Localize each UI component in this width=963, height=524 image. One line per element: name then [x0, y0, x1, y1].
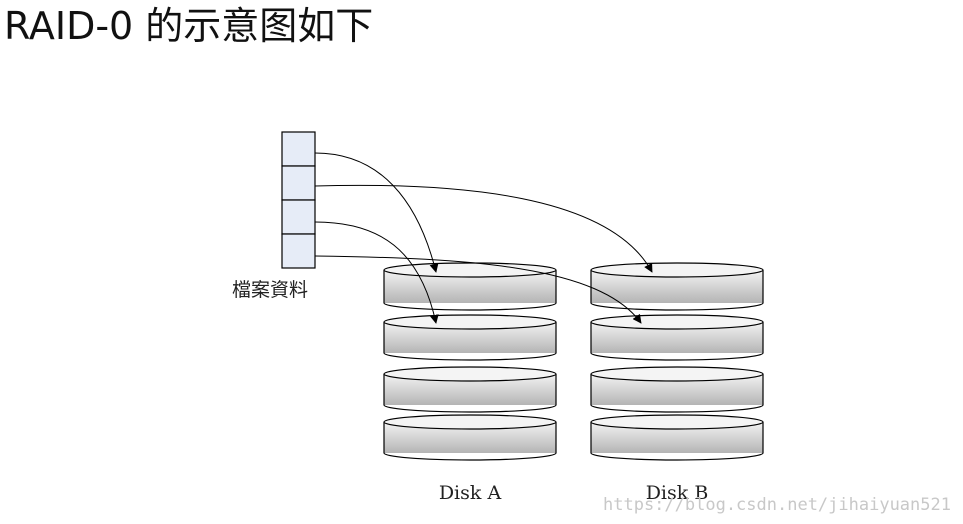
striping-arrows	[314, 152, 653, 324]
file-block	[281, 199, 316, 235]
disk-b-platter	[590, 314, 764, 361]
disk-a-label: Disk A	[439, 482, 502, 504]
disk-b-platter	[590, 262, 764, 311]
disk-b-stack	[590, 262, 764, 461]
arrow-block3-to-disk-a	[314, 221, 439, 324]
file-block	[281, 233, 316, 269]
disk-b-platter	[590, 414, 764, 461]
arrow-block2-to-disk-b	[314, 184, 653, 273]
file-block	[281, 165, 316, 201]
file-data-label: 檔案資料	[232, 279, 308, 301]
disk-a-platter	[383, 366, 557, 413]
file-block	[281, 131, 316, 167]
disk-a-platter	[383, 314, 557, 361]
file-data-stack	[281, 131, 316, 269]
watermark: https://blog.csdn.net/jihaiyuan521	[603, 495, 951, 515]
disk-a-platter	[383, 414, 557, 461]
disk-a-platter	[383, 262, 557, 311]
arrow-block4-to-disk-b	[314, 255, 642, 324]
disk-b-label: Disk B	[646, 482, 709, 504]
disk-b-platter	[590, 366, 764, 413]
disk-a-stack	[383, 262, 557, 461]
page-title: RAID-0 的示意图如下	[4, 4, 374, 48]
arrow-block1-to-disk-a	[314, 152, 439, 273]
